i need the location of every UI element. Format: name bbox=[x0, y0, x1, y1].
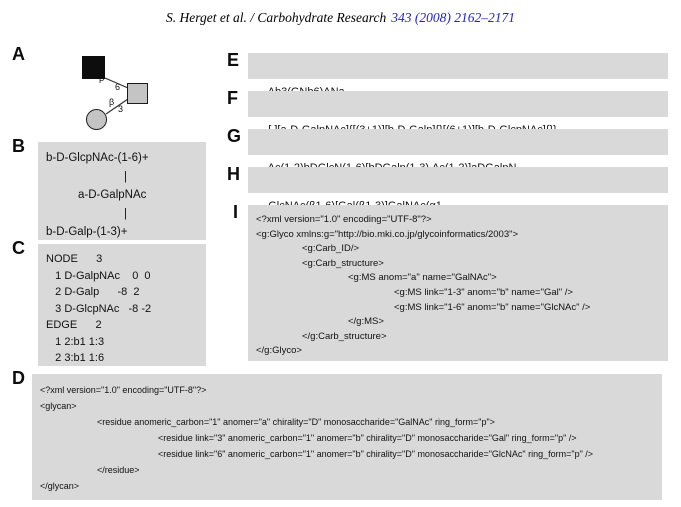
bcsdb-bar: Ac(1-2)bDGlcN(1-6)[bDGalp(1-3),Ac(1-2)]a… bbox=[248, 129, 668, 174]
edge-b3-anomer-label: β bbox=[109, 97, 115, 107]
kcf-line: EDGE 2 bbox=[46, 319, 102, 331]
citation-header: S. Herget et al. / Carbohydrate Research… bbox=[0, 10, 681, 26]
panel-label-d: D bbox=[12, 368, 25, 388]
xml-line: <g:Carb_structure> bbox=[302, 257, 384, 269]
panel-label-h: H bbox=[227, 164, 240, 184]
panel-label-g: G bbox=[227, 126, 242, 146]
xml-line: </g:MS> bbox=[348, 316, 384, 328]
branch-bar: | bbox=[124, 170, 127, 183]
notation-line: b-D-GlcpNAc-(1-6)+ bbox=[46, 152, 149, 164]
kcf-line: 2 3:b1 1:6 bbox=[46, 352, 105, 364]
iupac-notation-box: b-D-GlcpNAc-(1-6)+ | a-D-GalpNAc | b-D-G… bbox=[38, 142, 206, 240]
xml-line: <residue link="3" anomeric_carbon="1" an… bbox=[158, 433, 577, 443]
glycan-symbol-diagram: β 6 β 3 bbox=[58, 46, 188, 146]
xml-line: <g:Glyco xmlns:g="http://bio.mki.co.jp/g… bbox=[256, 228, 519, 240]
notation-line: b-D-Galp-(1-3)+ bbox=[46, 226, 128, 238]
edge-b6-anomer-label: β bbox=[99, 73, 105, 83]
linearcode-bar: Ab3(GNb6)ANa bbox=[248, 53, 668, 98]
panel-label-e: E bbox=[227, 50, 240, 70]
xml-line: </glycan> bbox=[40, 481, 80, 491]
kcf-line: 2 D-Galp -8 2 bbox=[46, 286, 140, 298]
panel-label-f: F bbox=[227, 88, 238, 108]
citation-link[interactable]: 343 (2008) 2162–2171 bbox=[391, 10, 515, 25]
xml-line: <g:MS link="1-3" anom="b" name="Gal" /> bbox=[394, 286, 573, 298]
edge-b3-linkage-label: 3 bbox=[118, 104, 124, 114]
cfg-string-bar: GlcNAc(β1-6)[Gal(β1-3)]GalNAc(α1- bbox=[248, 167, 668, 212]
xml-line: <g:MS link="1-6" anom="b" name="GlcNAc" … bbox=[394, 301, 591, 313]
branch-bar: | bbox=[124, 207, 127, 220]
xml-line: </residue> bbox=[97, 465, 140, 475]
kcf-notation-box: NODE 3 1 D-GalpNAc 0 0 2 D-Galp -8 2 3 D… bbox=[38, 244, 206, 366]
notation-line: a-D-GalpNAc bbox=[78, 189, 147, 201]
panel-label-b: B bbox=[12, 136, 25, 156]
xml-line: <residue anomeric_carbon="1" anomer="a" … bbox=[97, 417, 495, 427]
xml-line: <?xml version="1.0" encoding="UTF-8"?> bbox=[40, 385, 207, 395]
citation-text: S. Herget et al. / Carbohydrate Research bbox=[166, 10, 387, 25]
open-circle-icon bbox=[86, 109, 107, 130]
kcf-line: 1 D-GalpNAc 0 0 bbox=[46, 269, 151, 282]
panel-label-a: A bbox=[12, 44, 25, 64]
xml-line: </g:Glyco> bbox=[256, 345, 302, 357]
edge-b6-linkage-label: 6 bbox=[115, 82, 121, 92]
panel-label-i: I bbox=[233, 202, 239, 222]
glycan-xml-box: <?xml version="1.0" encoding="UTF-8"?> <… bbox=[32, 374, 662, 500]
kcf-line: 3 D-GlcpNAc -8 -2 bbox=[46, 302, 152, 315]
xml-line: <residue link="6" anomeric_carbon="1" an… bbox=[158, 449, 594, 459]
xml-line: <glycan> bbox=[40, 401, 77, 411]
xml-line: <?xml version="1.0" encoding="UTF-8"?> bbox=[256, 214, 432, 225]
xml-line: <g:Carb_ID/> bbox=[302, 243, 360, 255]
open-square-icon bbox=[127, 83, 148, 104]
glycan-edge-lines bbox=[104, 77, 129, 115]
gglyco-xml-box: <?xml version="1.0" encoding="UTF-8"?> <… bbox=[248, 205, 668, 361]
xml-line: </g:Carb_structure> bbox=[302, 330, 387, 342]
kcf-line: 1 2:b1 1:3 bbox=[46, 335, 105, 348]
panel-label-c: C bbox=[12, 238, 25, 258]
xml-line: <g:MS anom="a" name="GalNAc"> bbox=[348, 272, 497, 284]
filled-square-icon bbox=[82, 56, 105, 79]
kcf-line: NODE 3 bbox=[46, 253, 103, 265]
linucs-bar: [ ][a-D-GalpNAc]{[(3+1)][b-D-Galp]{}[(6+… bbox=[248, 91, 668, 136]
